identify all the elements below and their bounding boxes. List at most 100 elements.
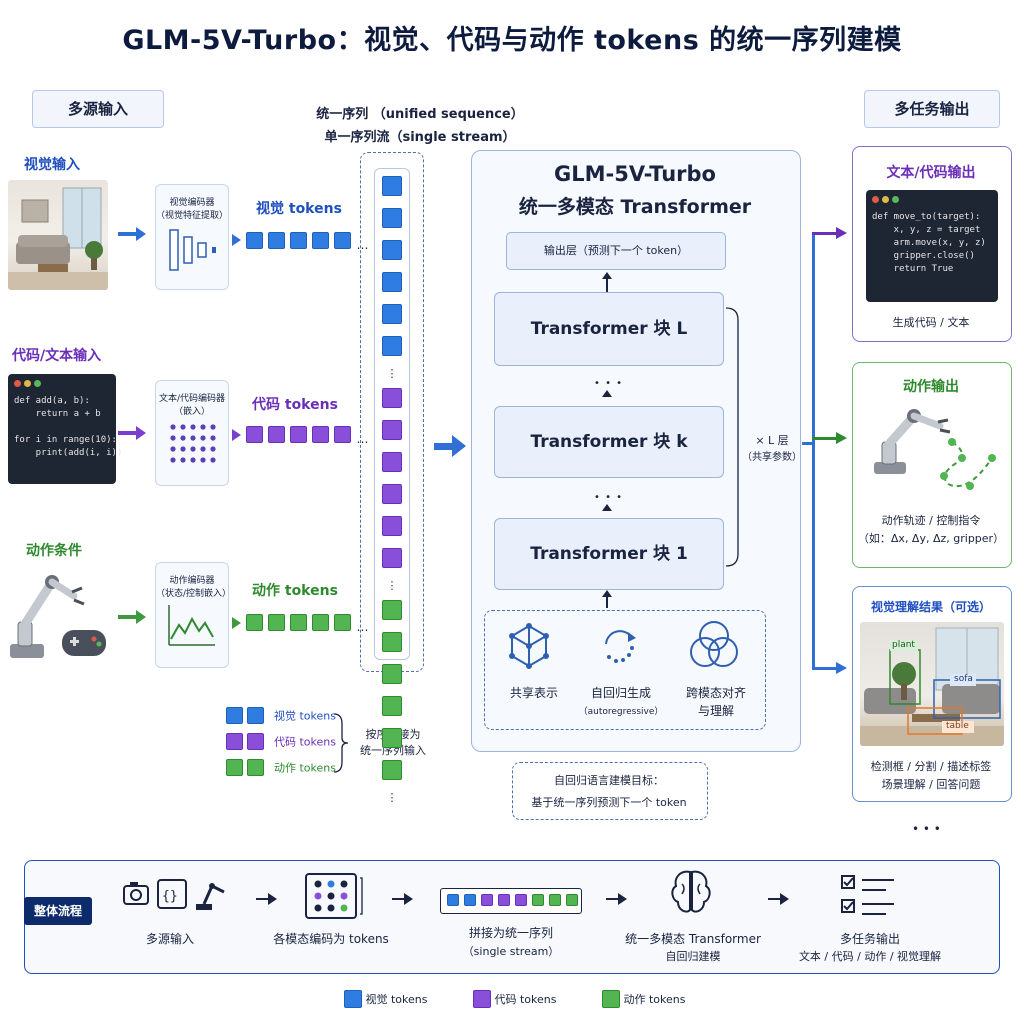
table-box-label: table: [946, 721, 969, 731]
vision-output-title: 视觉理解结果（可选）: [870, 600, 991, 614]
vision-scene-image: plant sofa table: [860, 622, 1004, 746]
token-grid-icon: [305, 873, 363, 919]
code-tokens-label: 代码 tokens: [252, 397, 338, 413]
code-line: gripper.close(): [872, 251, 975, 261]
sequence-token: [382, 336, 402, 356]
sequence-gap: ⋮: [386, 791, 398, 804]
cross-modal-alignment-icon: [690, 621, 738, 667]
plant-box-label: plant: [892, 640, 915, 650]
code-arrow2-icon: [232, 429, 241, 441]
visual-encoder: 视觉编码器 （视觉特征提取）: [155, 184, 229, 290]
to-vision-output-arrow-icon: [836, 662, 847, 674]
text-output-code: def move_to(target): x, y, z = target ar…: [866, 190, 998, 302]
sequence-token: [382, 452, 402, 472]
objective-box: [512, 762, 708, 820]
layer-bracket-icon: [725, 307, 739, 567]
code-line: def add(a, b):: [14, 396, 90, 406]
code-token-row: …: [246, 426, 368, 447]
legend-code: 代码 tokens: [494, 993, 557, 1006]
sequence-token: [382, 484, 402, 504]
seq-label-2: 单一序列流（single stream）: [324, 130, 516, 145]
flow-step-1: 多源输入: [145, 932, 194, 946]
action-encoder: 动作编码器 （状态/控制嵌入）: [155, 562, 231, 668]
brace-icon: [333, 713, 349, 773]
to-action-output-arrow-icon: [836, 432, 847, 444]
action-output-title: 动作输出: [903, 379, 959, 395]
bottom-legend: 视觉 tokens 代码 tokens 动作 tokens: [344, 990, 686, 1008]
flow-arrow-2-icon: [404, 893, 413, 905]
sequence-token: [382, 760, 402, 780]
signal-chart-icon: [168, 605, 215, 646]
robot-arm-icon: [196, 883, 225, 910]
embedding-grid-icon: [170, 424, 216, 463]
living-room-image: [8, 180, 108, 290]
action-output-caption2: （如：Δx, Δy, Δz, gripper）: [857, 532, 1005, 545]
sequence-token: [382, 600, 402, 620]
legend-action: 动作 tokens: [623, 993, 686, 1006]
sequence-token: [382, 548, 402, 568]
page-title: GLM-5V-Turbo：视觉、代码与动作 tokens 的统一序列建模: [122, 25, 902, 56]
sequence-token: [382, 516, 402, 536]
brain-icon: [671, 870, 711, 913]
flow-badge: 整体流程: [24, 897, 92, 925]
single-stream-icon: [440, 888, 582, 914]
overall-flow-panel: [24, 860, 1000, 974]
layer-count: × L 层 （共享参数）: [742, 434, 802, 463]
flow-step-3: 拼接为统一序列: [468, 926, 553, 940]
vision-output-caption1: 检测框 / 分割 / 描述标签: [870, 760, 992, 773]
visual-tokens-label: 视觉 tokens: [256, 201, 342, 217]
sequence-token: [382, 240, 402, 260]
more-outputs: • • •: [912, 822, 941, 836]
encoder-layers-icon: [169, 229, 216, 271]
robot-trajectory-icon: [874, 409, 996, 490]
sequence-token: [382, 728, 402, 748]
transformer-block-1: Transformer 块 1: [494, 518, 724, 590]
code-line: return True: [872, 264, 954, 274]
model-title: GLM-5V-Turbo: [554, 162, 716, 186]
sequence-gap: ⋮: [386, 579, 398, 592]
feature-cross-modal: 跨模态对齐: [685, 686, 746, 700]
sequence-token: [382, 696, 402, 716]
code-line: for i in range(10):: [14, 435, 117, 445]
code-encoder: 文本/代码编码器 （嵌入）: [155, 380, 229, 486]
svg-text:{}: {}: [162, 889, 178, 904]
input-header: 多源输入: [32, 90, 164, 128]
visual-arrow-icon: [136, 227, 146, 241]
sequence-gap: ⋮: [386, 367, 398, 380]
feature-shared: 共享表示: [509, 686, 558, 700]
code-input-lines: def add(a, b): return a + b for i in ran…: [8, 395, 123, 460]
model-features: [484, 610, 766, 730]
sequence-token: [382, 632, 402, 652]
sequence-token: [382, 388, 402, 408]
robot-arm-gamepad-icon: [10, 575, 106, 658]
code-line: [14, 421, 110, 434]
flow-arrow-4-icon: [780, 893, 789, 905]
code-input-editor: def add(a, b): return a + b for i in ran…: [8, 374, 123, 484]
flow-step-2: 各模态编码为 tokens: [273, 932, 389, 946]
seq-label-1: 统一序列 （unified sequence）: [316, 107, 524, 122]
sequence-token: [382, 208, 402, 228]
action-arrow2-icon: [232, 617, 241, 629]
code-line: print(add(i, i)): [14, 448, 123, 458]
sequence-token: [382, 176, 402, 196]
flow-step-5: 多任务输出: [839, 932, 900, 946]
sequence-to-model-arrow-icon: [452, 435, 466, 457]
transformer-block-k: Transformer 块 k: [494, 406, 724, 478]
action-tokens-label: 动作 tokens: [252, 583, 338, 599]
code-line: def move_to(target):: [872, 212, 981, 222]
action-input-label: 动作条件: [26, 543, 82, 559]
code-line: return a + b: [14, 409, 101, 419]
feature-autoregressive: 自回归生成: [590, 686, 651, 700]
code-braces-icon: {}: [157, 879, 187, 909]
autoregressive-cycle-icon: [605, 630, 636, 663]
small-legend: 视觉 tokens 代码 tokens 动作 tokens: [226, 707, 336, 785]
visual-input-label: 视觉输入: [24, 157, 80, 173]
model-subtitle: 统一多模态 Transformer: [518, 196, 752, 218]
flow-arrow-3-icon: [618, 893, 627, 905]
sequence-token: [382, 272, 402, 292]
code-line: arm.move(x, y, z): [872, 238, 986, 248]
sequence-token-column: ⋮ ⋮ ⋮: [382, 176, 402, 812]
to-text-output-arrow-icon: [836, 227, 847, 239]
code-line: x, y, z = target: [872, 225, 981, 235]
action-token-row: …: [246, 614, 368, 635]
